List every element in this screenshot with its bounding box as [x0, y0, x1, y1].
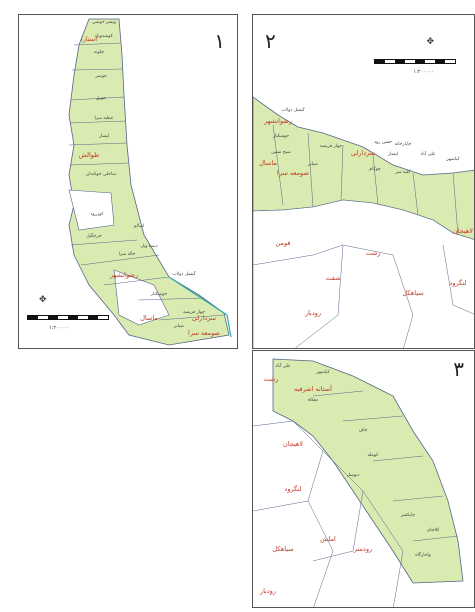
map-panel-3: علی آباد کیاشهر رشت آستانه اشرفیه دهکاه چاف لا…: [252, 350, 475, 608]
scale-label: ۱:۲۰۰۰۰۰: [413, 69, 434, 75]
place-label: چابکسر: [400, 512, 416, 518]
scale-bar: [374, 59, 456, 64]
place-label: املش: [320, 535, 336, 543]
place-label: رشت: [366, 249, 381, 257]
map-3-svg: علی آباد کیاشهر رشت آستانه اشرفیه دهکاه چاف لا…: [253, 358, 464, 607]
place-label: چهار فریضه: [183, 310, 205, 315]
place-label: سیاهکل: [402, 289, 423, 297]
map-1-district-lines: [68, 42, 225, 321]
place-label: حسن رود: [374, 140, 392, 145]
place-label: کوشدویل: [95, 33, 113, 39]
place-label: چاف: [359, 428, 368, 433]
place-label: لیسار: [387, 152, 398, 157]
place-label: لاهیجان: [453, 227, 473, 235]
place-label: خوشکنار: [272, 133, 289, 139]
place-label: چلوند: [94, 50, 104, 55]
place-label: علی آباد: [420, 151, 436, 157]
scale-bar: [27, 315, 109, 320]
panel-number-3: ۳: [453, 357, 464, 381]
place-label: خرجگیل: [86, 232, 102, 239]
place-label: چهار فریضه: [320, 144, 342, 149]
place-label: چوکام: [369, 166, 381, 172]
place-label: حویق: [96, 96, 106, 101]
north-arrow-icon: ✥: [39, 295, 47, 305]
map-2-labels: گیسل دولاب رضوانشهر خوشکنار شیخ نشین ماسالصو…: [259, 106, 473, 317]
panel-number-1: ۱: [214, 29, 225, 53]
place-label: ضیابر: [173, 324, 184, 329]
place-label: آستارا: [81, 34, 98, 43]
place-label: لنگرود: [449, 279, 466, 287]
map-3-coastal-strip: [272, 358, 464, 584]
place-label: اسالم: [134, 224, 145, 229]
place-label: شیخ نشین: [271, 150, 291, 155]
scale-label: ۱:۲۰۰۰۰۰: [49, 325, 70, 331]
place-label: دهکاه: [308, 397, 319, 403]
place-label: طوالش: [79, 151, 100, 159]
place-label: گیسل دولاب: [281, 106, 305, 113]
place-label: جوسر: [94, 74, 107, 79]
place-label: گیسل دولاب: [172, 270, 196, 277]
place-label: ضیابر: [307, 162, 318, 167]
place-label: کومله: [368, 452, 380, 458]
place-label: رشت: [264, 375, 279, 383]
place-label: ماسال: [140, 314, 158, 322]
place-label: دیشا ویل: [141, 244, 158, 249]
place-label: کوزرود: [91, 211, 105, 217]
place-label: سیاهکل: [272, 545, 293, 553]
place-label: خوشکنار: [150, 291, 167, 297]
place-label: صومعه سرا: [277, 169, 309, 177]
place-label: آستانه اشرفیه: [294, 384, 333, 393]
place-label: سردارلی: [192, 314, 216, 322]
north-arrow-icon: ✥: [426, 37, 434, 47]
place-label: کیاشهر: [315, 369, 330, 375]
place-label: چاپارخانه: [395, 142, 412, 147]
place-label: لیسار: [98, 134, 109, 139]
place-label: لاهیجان: [283, 440, 303, 448]
place-label: ماسال: [259, 159, 277, 167]
map-1-coastal-strip: [68, 18, 230, 346]
panel-number-2: ۲: [265, 29, 276, 53]
map-1-inland-south: [113, 269, 170, 326]
place-label: رضوانشهر: [109, 271, 138, 279]
place-label: رودبار: [259, 587, 276, 595]
place-label: علی آباد: [275, 363, 291, 369]
place-label: رضوانشهر: [263, 117, 292, 125]
place-label: کلاچای: [427, 527, 440, 533]
place-label: لنگرود: [284, 485, 301, 493]
place-label: سردارلی: [351, 149, 375, 157]
place-label: رودبار: [304, 309, 321, 317]
place-label: کلیه سر: [394, 169, 411, 175]
place-label: شفت: [325, 274, 340, 282]
map-3-labels: علی آباد کیاشهر رشت آستانه اشرفیه دهکاه چاف لا…: [259, 363, 440, 595]
place-label: صومعه سرا: [188, 329, 220, 337]
place-label: ویسر حوشی: [92, 20, 116, 25]
place-label: فومن: [276, 239, 291, 247]
map-1-shoreline: [168, 276, 232, 338]
place-label: واجارگاه: [415, 551, 431, 558]
place-label: رودسر: [353, 545, 372, 553]
place-label: کیاشهر: [445, 156, 460, 162]
map-2-district-lines: [253, 124, 474, 348]
map-3-district-lines: [253, 390, 459, 607]
place-label: خاله سرا: [119, 252, 136, 257]
map-2-svg: گیسل دولاب رضوانشهر خوشکنار شیخ نشین ماسالصو…: [253, 96, 474, 348]
place-label: عطیه سرا: [94, 116, 113, 121]
place-label: ساحلی جوکندان: [86, 171, 116, 177]
place-label: دیوشل: [347, 473, 360, 478]
map-1-inland-region: [68, 189, 115, 231]
